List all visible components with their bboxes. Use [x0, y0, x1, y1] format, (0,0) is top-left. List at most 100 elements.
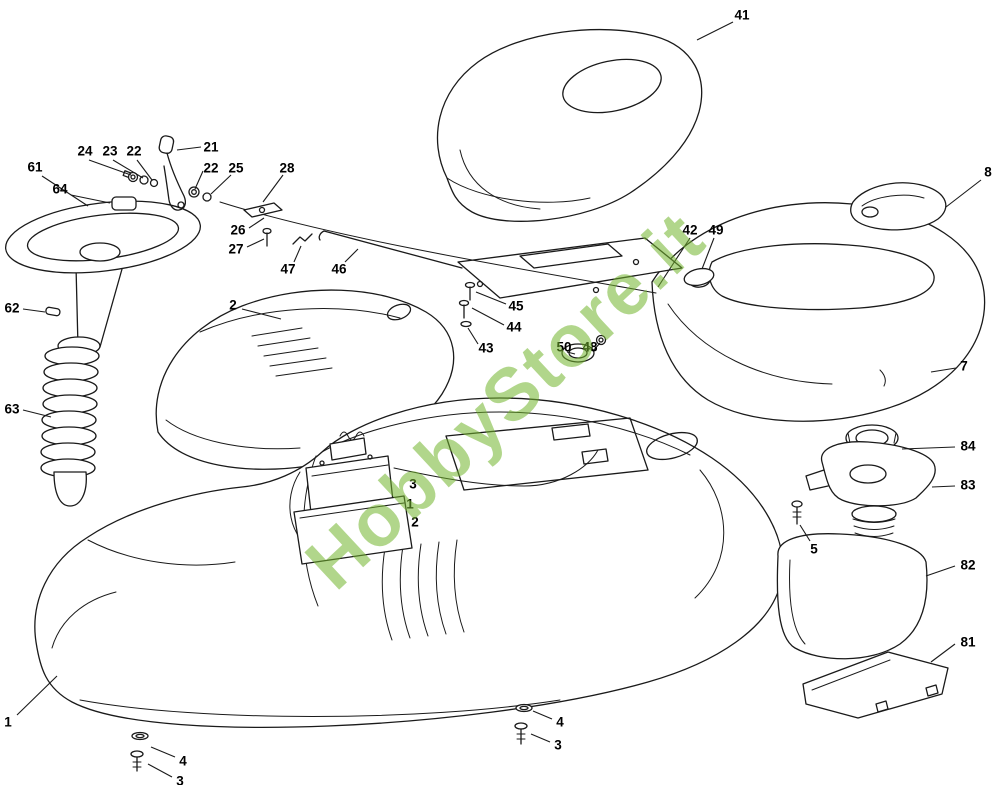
- leader-line-2: [241, 308, 282, 320]
- part-label-43: 43: [478, 341, 494, 356]
- leader-line-83: [931, 485, 956, 488]
- part-label-45: 45: [508, 299, 524, 314]
- screw-3-left: [130, 750, 144, 758]
- leader-line-25: [210, 174, 232, 195]
- part-label-41: 41: [734, 8, 750, 23]
- rear-fender: [651, 202, 986, 422]
- part-label-82: 82: [960, 558, 975, 573]
- clip-47: [292, 233, 313, 245]
- tank-bottom-cover: [802, 651, 949, 719]
- leader-line-8: [945, 179, 982, 208]
- part-label-42: 42: [682, 223, 697, 238]
- leader-line-3a: [530, 733, 551, 743]
- bottom-fasteners: [130, 703, 533, 772]
- part-label-21: 21: [203, 140, 219, 155]
- part-label-c3: 3: [409, 477, 417, 492]
- part-label-1: 1: [4, 715, 12, 730]
- leader-line-50: [566, 351, 576, 355]
- part-label-81: 81: [960, 635, 976, 650]
- screw-3-center: [514, 722, 528, 730]
- part-label-22a: 22: [126, 144, 141, 159]
- part-label-c2: 2: [411, 515, 419, 530]
- leader-line-26: [248, 217, 265, 229]
- leader-line-1: [16, 675, 58, 716]
- leader-line-82: [925, 565, 956, 577]
- part-label-24: 24: [77, 144, 93, 159]
- leader-line-23: [112, 159, 144, 179]
- part-label-23: 23: [102, 144, 118, 159]
- leader-line-41: [696, 21, 734, 41]
- steering-linkage-parts: [122, 135, 463, 269]
- leader-line-47: [293, 245, 302, 263]
- rod-46: [323, 230, 463, 269]
- leader-line-48: [592, 342, 601, 352]
- leader-line-3b: [147, 763, 173, 778]
- battery-tray: [293, 495, 413, 565]
- part-label-4a: 4: [556, 715, 564, 730]
- part-label-50: 50: [556, 340, 571, 355]
- battery-parts: [289, 431, 599, 565]
- leader-line-84: [901, 446, 956, 450]
- pin-62: [45, 306, 61, 317]
- leader-line-4b: [150, 746, 176, 758]
- washer-4-center: [515, 703, 533, 713]
- screw-5: [791, 500, 803, 525]
- bushing-part-48: [595, 334, 607, 346]
- part-label-8: 8: [984, 165, 992, 180]
- washer-4-left: [131, 731, 149, 741]
- leader-line-49: [701, 237, 715, 270]
- control-cable: [219, 201, 657, 294]
- leader-line-64: [70, 194, 111, 204]
- leader-line-21: [176, 146, 202, 151]
- plate-28: [243, 202, 283, 218]
- part-label-84: 84: [960, 439, 976, 454]
- seat: [436, 28, 703, 222]
- part-label-3a: 3: [554, 738, 562, 753]
- part-label-c1: 1: [406, 497, 414, 512]
- part-label-4b: 4: [179, 754, 187, 769]
- leader-line-46: [344, 248, 359, 263]
- seat-plate: [457, 237, 715, 363]
- washer-22b: [188, 186, 200, 198]
- part-label-3b: 3: [176, 774, 184, 785]
- part-label-2: 2: [229, 298, 237, 313]
- part-label-49: 49: [708, 223, 723, 238]
- leader-line-81: [930, 643, 956, 663]
- leader-lines: [16, 21, 982, 778]
- lever-knob-21: [158, 135, 175, 154]
- part-label-83: 83: [960, 478, 976, 493]
- leader-line-5: [799, 524, 811, 542]
- part-label-5: 5: [810, 542, 818, 557]
- leader-line-22a: [136, 159, 153, 181]
- leader-line-45: [475, 291, 507, 305]
- leader-line-43: [467, 327, 479, 345]
- part-label-27: 27: [228, 242, 243, 257]
- part-label-63: 63: [4, 402, 20, 417]
- chassis-body: [34, 397, 784, 728]
- part-label-7: 7: [960, 359, 968, 374]
- leader-line-24: [88, 159, 132, 176]
- leader-line-28: [262, 174, 284, 203]
- leader-line-44: [471, 307, 505, 326]
- part-label-47: 47: [280, 262, 295, 277]
- leader-line-22b: [194, 170, 204, 190]
- leader-line-4a: [532, 710, 553, 720]
- leader-line-62: [22, 308, 46, 313]
- hub-cap-64: [111, 196, 137, 211]
- part-label-22b: 22: [203, 161, 218, 176]
- part-label-28: 28: [279, 161, 295, 176]
- cap-part-50: [561, 343, 595, 363]
- seat-pivot-roller: [683, 267, 715, 287]
- part-label-44: 44: [506, 320, 522, 335]
- fuel-cap-holder: [805, 441, 936, 507]
- leader-line-63: [22, 409, 52, 418]
- steering-bellows: [40, 346, 100, 507]
- part-label-48: 48: [582, 340, 598, 355]
- leader-line-42: [657, 237, 691, 288]
- part-label-25: 25: [228, 161, 244, 176]
- seat-plate-fasteners: [458, 281, 476, 328]
- part-label-64: 64: [52, 182, 68, 197]
